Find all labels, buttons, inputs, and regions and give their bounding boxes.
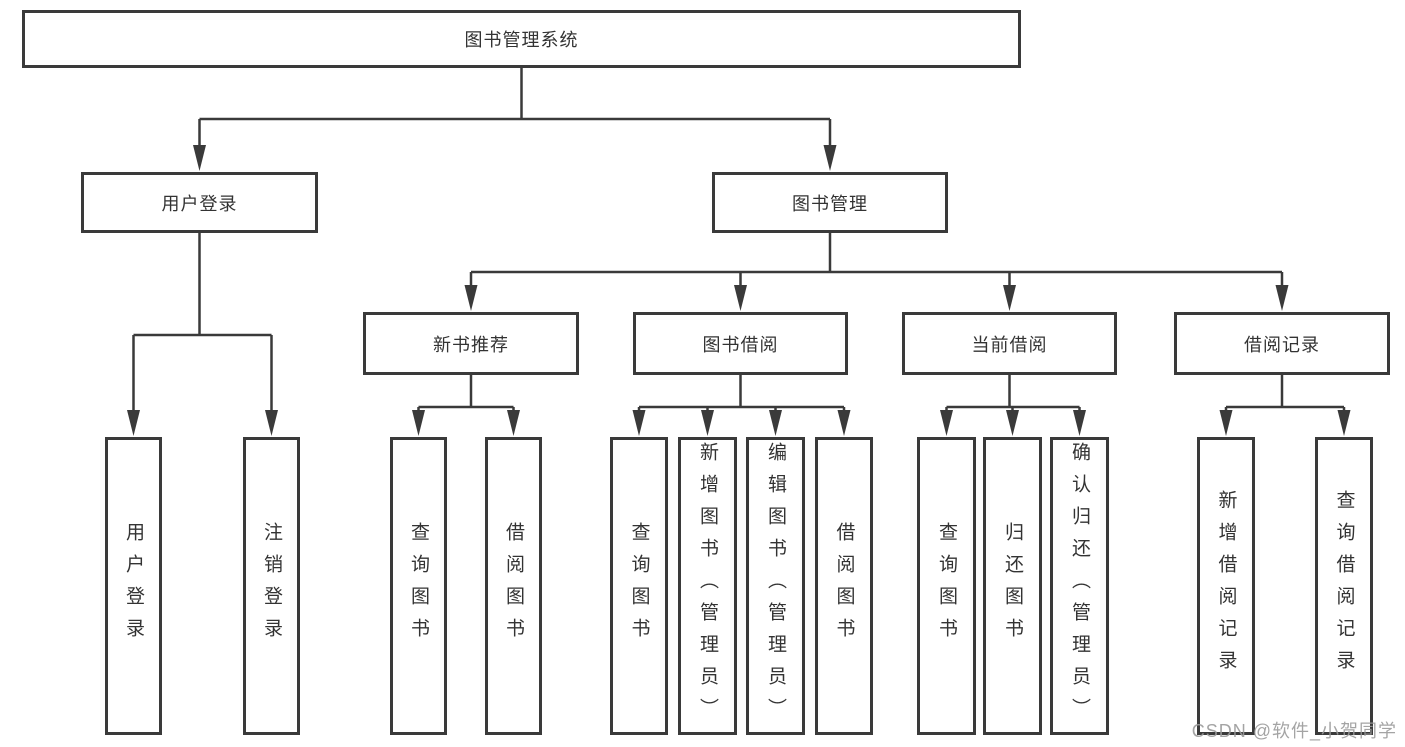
- node-system-root: 图书管理系统: [22, 10, 1021, 68]
- node-query-books-current: 查询图书: [917, 437, 976, 735]
- node-label: 查询图书: [936, 522, 957, 650]
- node-add-borrow-record: 新增借阅记录: [1197, 437, 1255, 735]
- node-current-borrowing: 当前借阅: [902, 312, 1117, 375]
- node-book-borrowing: 图书借阅: [633, 312, 848, 375]
- node-label: 新书推荐: [433, 334, 509, 355]
- node-query-books-recommend: 查询图书: [390, 437, 447, 735]
- node-add-book-admin: 新增图书（管理员）: [678, 437, 737, 735]
- node-label: 查询图书: [628, 522, 650, 650]
- node-label: 查询图书: [408, 522, 429, 650]
- node-user-login: 用户登录: [105, 437, 162, 735]
- node-label: 图书借阅: [702, 334, 779, 355]
- node-return-book: 归还图书: [983, 437, 1042, 735]
- node-book-management-group: 图书管理: [712, 172, 948, 233]
- node-label: 用户登录: [123, 522, 144, 650]
- node-user-login-group: 用户登录: [81, 172, 318, 233]
- node-query-borrow-record: 查询借阅记录: [1315, 437, 1373, 735]
- node-new-book-recommend: 新书推荐: [363, 312, 579, 375]
- node-label: 当前借阅: [971, 334, 1048, 355]
- node-borrow-books-recommend: 借阅图书: [485, 437, 542, 735]
- node-label: 归还图书: [1002, 522, 1023, 650]
- csdn-watermark: CSDN @软件_小贺同学: [1191, 721, 1397, 741]
- node-label: 图书管理: [792, 193, 868, 214]
- node-confirm-return-admin: 确认归还（管理员）: [1050, 437, 1109, 735]
- node-label: 确认归还（管理员）: [1069, 442, 1090, 730]
- node-label: 图书管理系统: [464, 30, 579, 50]
- node-edit-book-admin: 编辑图书（管理员）: [746, 437, 805, 735]
- node-query-books-borrowing: 查询图书: [610, 437, 668, 735]
- node-label: 借阅记录: [1244, 334, 1320, 355]
- node-label: 借阅图书: [503, 522, 524, 650]
- node-label: 注销登录: [261, 522, 282, 650]
- node-logout: 注销登录: [243, 437, 300, 735]
- node-label: 用户登录: [161, 193, 238, 214]
- node-label: 新增借阅记录: [1215, 490, 1237, 682]
- node-label: 查询借阅记录: [1333, 490, 1355, 682]
- node-label: 新增图书（管理员）: [697, 442, 718, 730]
- node-borrowing-records: 借阅记录: [1174, 312, 1390, 375]
- node-label: 借阅图书: [833, 522, 855, 650]
- node-label: 编辑图书（管理员）: [765, 442, 786, 730]
- node-borrow-books: 借阅图书: [815, 437, 873, 735]
